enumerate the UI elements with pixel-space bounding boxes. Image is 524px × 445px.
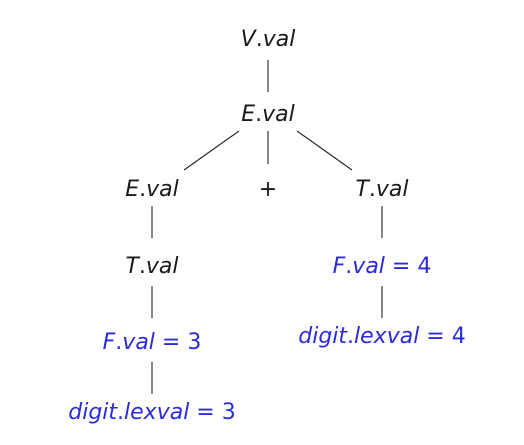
edge-expr-term-right (296, 130, 353, 171)
node-symbol: E (125, 177, 139, 202)
node-attribute: lexval (124, 400, 189, 425)
node-factor-right: F.val = 4 (333, 254, 432, 279)
node-term-right: T.val (355, 177, 408, 202)
node-attribute: val (352, 254, 385, 279)
node-equals: = (155, 330, 187, 355)
node-attribute: val (262, 102, 295, 127)
node-attribute: val (146, 177, 179, 202)
node-dot: . (255, 102, 262, 127)
node-attribute: val (146, 254, 179, 279)
node-term-left: T.val (125, 254, 178, 279)
node-symbol: E (241, 102, 255, 127)
node-attribute: val (263, 27, 296, 52)
node-root: V.val (241, 27, 296, 52)
node-dot: . (139, 177, 146, 202)
edge-expr-expr-left (183, 130, 240, 171)
node-factor-left: F.val = 3 (103, 330, 202, 355)
node-symbol: F (103, 330, 116, 355)
node-dot: . (345, 254, 352, 279)
node-digit-right: digit.lexval = 4 (298, 324, 465, 349)
node-dot: . (369, 177, 376, 202)
node-equals: = (419, 324, 451, 349)
node-plus: + (259, 177, 277, 202)
node-equals: = (189, 400, 221, 425)
node-equals: = (385, 254, 417, 279)
node-expr-left: E.val (125, 177, 179, 202)
node-symbol: V (241, 27, 258, 52)
node-dot: . (115, 330, 122, 355)
node-symbol: F (333, 254, 346, 279)
node-symbol: T (125, 254, 140, 279)
node-dot: . (117, 400, 124, 425)
node-digit-left: digit.lexval = 3 (68, 400, 235, 425)
node-expr: E.val (241, 102, 295, 127)
node-attribute: val (122, 330, 155, 355)
node-attribute: lexval (354, 324, 419, 349)
node-dot: . (347, 324, 354, 349)
node-symbol: digit (298, 324, 348, 349)
node-value: 4 (417, 254, 431, 279)
node-dot: . (139, 254, 146, 279)
node-symbol: digit (68, 400, 118, 425)
node-value: 3 (222, 400, 236, 425)
node-value: 3 (187, 330, 201, 355)
node-dot: . (256, 27, 263, 52)
node-value: 4 (452, 324, 466, 349)
node-attribute: val (376, 177, 409, 202)
node-symbol: T (355, 177, 370, 202)
